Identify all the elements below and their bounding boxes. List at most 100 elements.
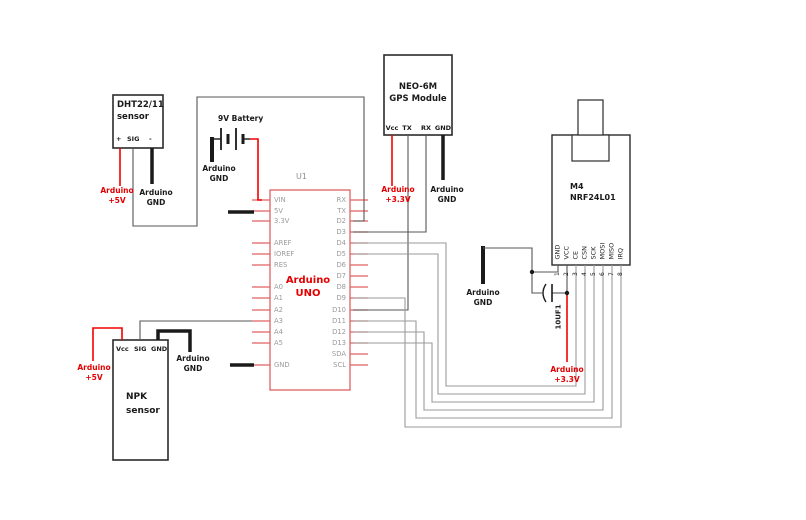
wire-d13-sck [353,265,595,403]
battery-vin-wire [250,138,262,201]
dht-gnd-terminal-label-1: Arduino [139,188,173,197]
pin-5v: 5V [274,207,283,215]
pin-a2: A2 [274,306,283,314]
pin-aref: AREF [274,239,292,247]
pin-d13: D13 [332,339,346,347]
dht-pin-plus: + [116,135,122,143]
pin-d3: D3 [336,228,346,236]
pin-gnd: GND [274,361,290,369]
pin-tx: TX [337,207,346,215]
dht-pin-sig: SIG [127,135,140,143]
battery-icon [212,128,250,150]
gps-gnd-terminal-label-1: Arduino [430,185,464,194]
nrf-pin-num-1: 1 [554,272,561,276]
pin-a4: A4 [274,328,283,336]
gps-title-line1: NEO-6M [398,82,438,92]
npk-5v-terminal-label-1: Arduino [77,363,111,372]
junction-dot [529,269,535,275]
nrf-ref: M4 [570,182,584,191]
nrf-pin-num-2: 2 [563,272,570,276]
dht-pin-minus: - [149,135,152,143]
wire-cap-neg [531,272,542,294]
nrf-pin-ce: CE [571,250,580,260]
wire-dht-sig-d2 [132,96,365,227]
arduino-uno-box [269,189,351,391]
npk-sensor-box [112,339,169,461]
wire-npk-sig-a3 [139,320,252,340]
nrf-antenna-icon [577,99,604,136]
pin-d5: D5 [336,250,346,258]
nrf-pin-num-4: 4 [581,272,588,276]
gps-33v-terminal-label-1: Arduino [381,185,415,194]
dht-sensor-box [112,94,164,149]
pin-a3: A3 [274,317,283,325]
dht-5v-terminal-label-1: Arduino [100,186,134,195]
nrf-pin-vcc: VCC [562,245,571,260]
pin-d10: D10 [332,306,346,314]
wire-d12-mosi [353,265,604,411]
wire-nrf-gnd [483,247,559,273]
pin-d9: D9 [336,294,346,302]
nrf-33v-terminal-label-2: +3.3V [554,375,580,384]
wire-d4-ce [353,242,577,387]
nrf-pin-num-6: 6 [599,272,606,276]
wire-d11-miso [353,265,613,419]
wire-gps-tx-d10 [353,135,409,311]
capacitor-label: 10UF1 [554,304,563,330]
npk-title-line1: NPK [126,392,148,402]
capacitor-icon [542,283,553,303]
nrf-pin-csn: CSN [580,245,589,260]
dht-gnd-terminal-label-2: GND [146,198,166,207]
nrf-pin-gnd: GND [553,244,562,260]
gps-33v-terminal-label-2: +3.3V [385,195,411,204]
npk-pin-gnd: GND [151,345,168,353]
wire-gps-rx-d3 [353,135,427,233]
nrf-pin-irq: IRQ [616,247,625,260]
gps-pin-rx: RX [420,124,432,132]
npk-pin-sig: SIG [134,345,147,353]
wire-d5-csn [353,253,586,395]
battery-gnd-label-2: GND [209,174,229,183]
nrf-33v-terminal-label-1: Arduino [550,365,584,374]
battery-label: 9V Battery [218,114,264,123]
pin-vin: VIN [274,196,286,204]
nrf-name: NRF24L01 [570,193,616,202]
pin-d12: D12 [332,328,346,336]
arduino-name-line2: UNO [295,288,321,299]
pin-ioref: IOREF [274,250,295,258]
pin-d11: D11 [332,317,346,325]
nrf-pin-mosi: MOSI [598,242,607,260]
pin-a5: A5 [274,339,283,347]
nrf-antenna-base [571,134,610,162]
nrf-pin-sck: SCK [589,246,598,260]
nrf-gnd-terminal-label-2: GND [473,298,493,307]
npk-gnd-terminal-label-1: Arduino [176,354,210,363]
wire-d9-irq [353,265,622,428]
nrf-gnd-terminal-label-1: Arduino [466,288,500,297]
pin-d2: D2 [336,217,346,225]
npk-gnd-terminal-label-2: GND [183,364,203,373]
npk-gnd-wire [156,329,192,352]
pin-scl: SCL [333,361,346,369]
gps-pin-tx: TX [402,124,412,132]
pin-d8: D8 [336,283,346,291]
pin-d4: D4 [336,239,346,247]
pin-a1: A1 [274,294,283,302]
pin-res: RES [274,261,288,269]
arduino-ref: U1 [296,172,307,181]
nrf-pin-num-5: 5 [590,272,597,276]
dht-title-line2: sensor [117,112,149,122]
battery-gnd-label-1: Arduino [202,164,236,173]
pin-d7: D7 [336,272,346,280]
gps-pin-vcc: Vcc [385,124,399,132]
nrf-pin-num-3: 3 [572,272,579,276]
npk-title-line2: sensor [126,406,160,416]
gps-module-box [383,54,453,136]
pin-sda: SDA [331,350,346,358]
dht-title-line1: DHT22/11 [117,100,164,110]
arduino-name-line1: Arduino [285,275,331,286]
nrf-pin-miso: MISO [607,242,616,260]
npk-5v-wire [92,327,123,361]
